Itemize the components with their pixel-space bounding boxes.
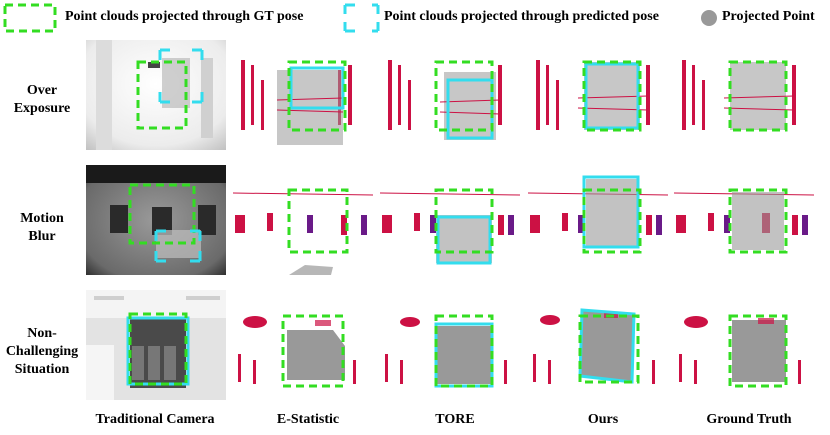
col-label-ours: Ours [587,412,619,427]
projected-point-legend-label: Projected Point [722,9,815,24]
projection-ours-over-exposure [528,40,668,150]
col-label-traditional-camera: Traditional Camera [95,412,215,427]
col-label-ground-truth: Ground Truth [706,412,792,427]
row-label-non-challenging: Non- Challenging Situation [5,326,79,377]
camera-image-motion-blur [86,165,226,275]
camera-image-non-challenging [86,290,226,400]
col-label-tore: TORE [435,412,475,427]
pred-pose-legend-swatch [343,3,380,33]
projected-point-legend-marker [701,10,717,26]
projection-ground-truth-over-exposure [674,40,814,150]
projection-ground-truth-non-challenging [674,290,814,400]
legend: Point clouds projected through GT pose P… [0,0,830,36]
col-label-e-statistic: E-Statistic [276,412,340,427]
camera-image-over-exposure [86,40,226,150]
row-label-over-exposure: Over Exposure [13,83,71,116]
gt-pose-legend-label: Point clouds projected through GT pose [65,9,304,24]
gt-pose-legend-swatch [3,3,57,33]
projection-ours-motion-blur [528,165,668,275]
projection-ground-truth-motion-blur [674,165,814,275]
projection-ours-non-challenging [528,290,668,400]
row-label-motion-blur: Motion Blur [20,211,64,244]
projection-estatistic-non-challenging [233,290,373,400]
projection-tore-non-challenging [380,290,520,400]
projection-tore-motion-blur [380,165,520,275]
projection-tore-over-exposure [380,40,520,150]
projection-estatistic-motion-blur [233,165,373,275]
pred-pose-legend-label: Point clouds projected through predicted… [384,9,659,24]
projection-estatistic-over-exposure [233,40,373,150]
